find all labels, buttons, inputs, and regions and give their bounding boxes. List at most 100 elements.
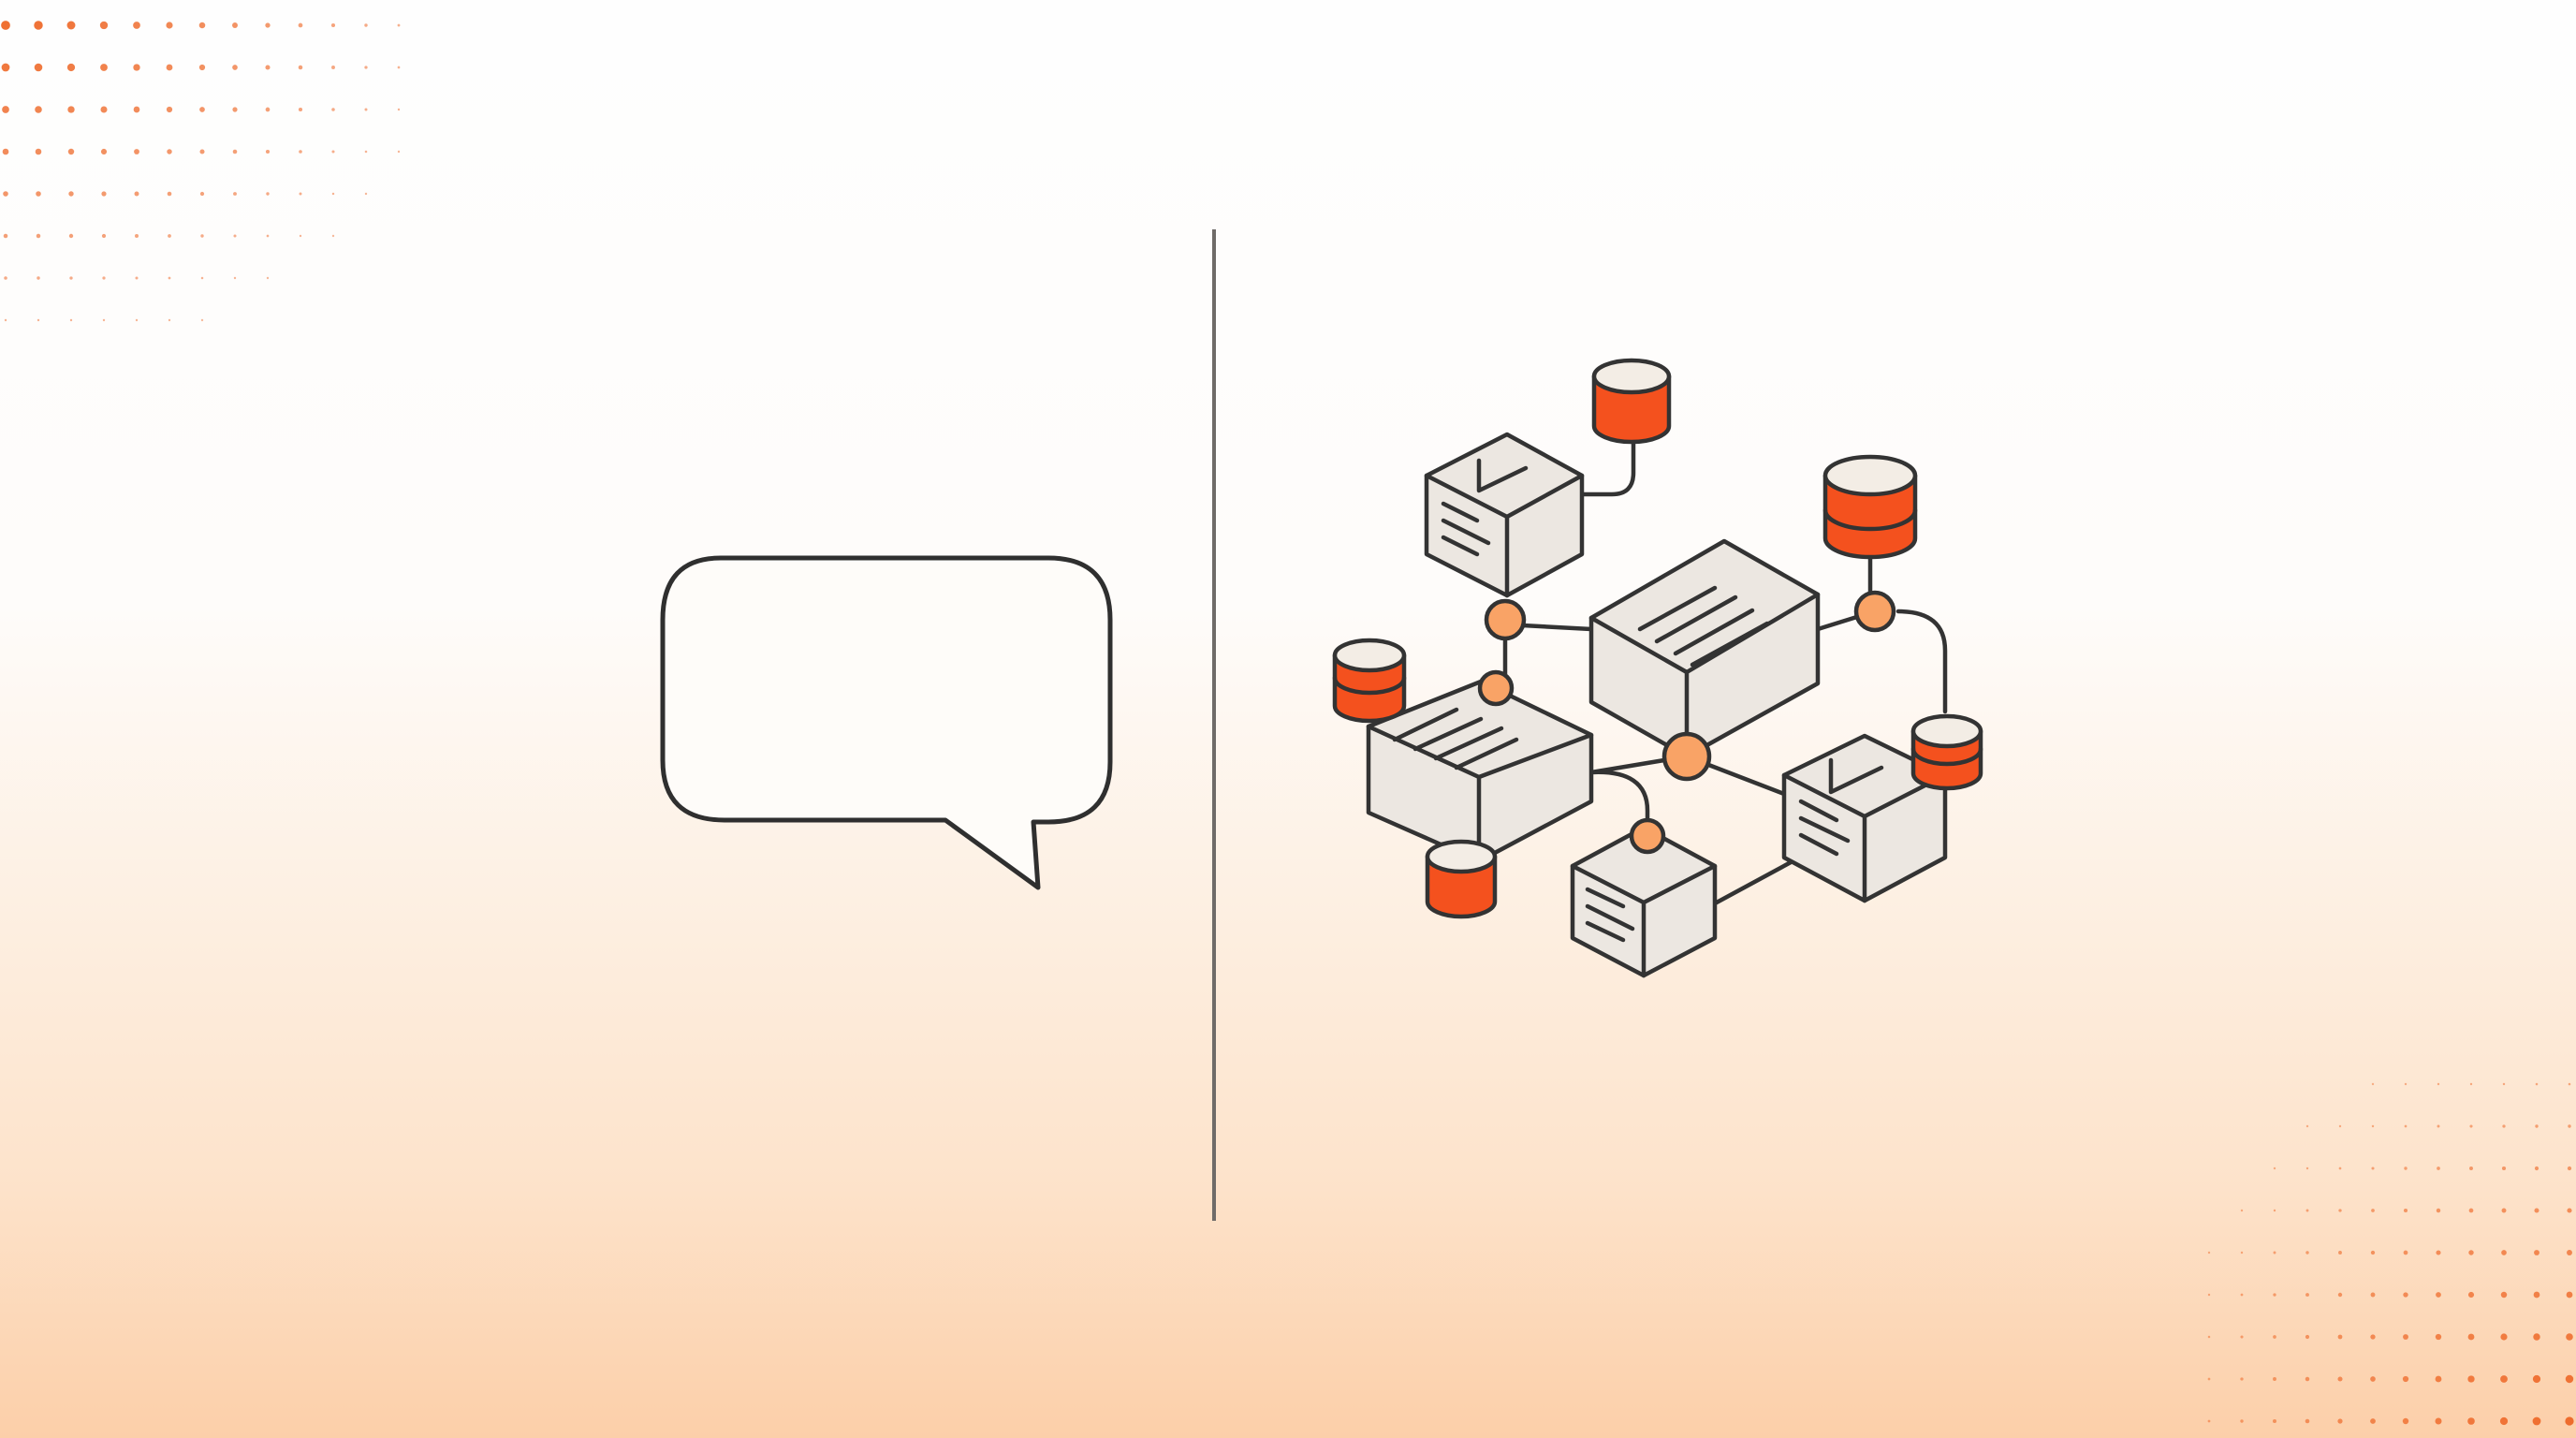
decor-dot bbox=[397, 23, 401, 27]
decor-dot bbox=[2532, 1374, 2541, 1384]
decor-dot bbox=[2338, 1124, 2342, 1128]
decor-dot bbox=[168, 234, 171, 238]
dot-pattern-top-left bbox=[1, 21, 401, 322]
decor-dot bbox=[265, 65, 271, 70]
decor-dot bbox=[2370, 1334, 2376, 1340]
decor-dot bbox=[2404, 1167, 2408, 1170]
decor-dot bbox=[2467, 1375, 2475, 1383]
decor-dot bbox=[2370, 1376, 2376, 1382]
decor-dot bbox=[135, 318, 139, 322]
decor-dot bbox=[134, 149, 139, 154]
decor-dot bbox=[364, 192, 368, 196]
decor-dot bbox=[102, 318, 106, 322]
speech-bubble-icon bbox=[660, 555, 1113, 890]
decor-dot bbox=[35, 148, 42, 155]
decor-dot bbox=[2532, 1416, 2541, 1426]
decor-dot bbox=[2305, 1293, 2309, 1297]
decor-dot bbox=[102, 276, 106, 280]
decor-dot bbox=[2437, 1124, 2440, 1128]
decor-dot bbox=[67, 106, 75, 113]
decor-dot bbox=[299, 234, 302, 238]
decor-dot bbox=[364, 108, 368, 111]
decor-dot bbox=[2273, 1251, 2276, 1255]
decor-dot bbox=[2371, 1124, 2375, 1128]
decor-dot bbox=[2337, 1292, 2343, 1298]
decor-dot bbox=[166, 22, 173, 29]
decor-dot bbox=[2500, 1375, 2508, 1383]
decor-dot bbox=[2273, 1419, 2276, 1423]
decor-dot bbox=[2404, 1124, 2408, 1128]
decor-dot bbox=[68, 233, 74, 239]
decor-dot bbox=[2273, 1209, 2276, 1212]
decor-dot bbox=[331, 150, 335, 154]
decor-dot bbox=[2305, 1251, 2309, 1255]
decor-dot bbox=[2469, 1124, 2473, 1128]
decor-dot bbox=[2337, 1334, 2343, 1340]
decor-dot bbox=[2273, 1377, 2276, 1381]
decor-dot bbox=[199, 107, 205, 112]
decor-dot bbox=[4, 276, 7, 280]
decor-dot bbox=[200, 276, 204, 280]
decor-dot bbox=[233, 234, 237, 238]
decor-dot bbox=[200, 318, 204, 322]
decor-dot bbox=[2403, 1334, 2408, 1340]
decor-dot bbox=[2404, 1082, 2408, 1086]
decor-dot bbox=[69, 318, 73, 322]
decor-dot bbox=[2500, 1333, 2508, 1341]
decor-dot bbox=[2567, 1208, 2572, 1213]
database-cylinder-right bbox=[1910, 713, 1983, 791]
decor-dot bbox=[2403, 1208, 2408, 1213]
decor-dot bbox=[2567, 1166, 2572, 1171]
decor-dot bbox=[331, 66, 335, 69]
decor-dot bbox=[2533, 1291, 2540, 1299]
decor-dot bbox=[2467, 1333, 2475, 1341]
decor-dot bbox=[2240, 1335, 2244, 1339]
decor-dot bbox=[101, 191, 107, 197]
decor-dot bbox=[2207, 1293, 2211, 1297]
decor-dot bbox=[364, 150, 368, 154]
decor-dot bbox=[2565, 1374, 2574, 1384]
database-cylinder-bottom-left bbox=[1425, 839, 1498, 919]
decor-dot bbox=[2305, 1334, 2310, 1340]
database-cylinder-top-right bbox=[1822, 454, 1918, 560]
decor-dot bbox=[364, 23, 368, 27]
decor-dot bbox=[2501, 1250, 2507, 1255]
decor-dot bbox=[2207, 1251, 2211, 1255]
decor-dot bbox=[2305, 1209, 2309, 1212]
decor-dot bbox=[37, 318, 40, 322]
decor-dot bbox=[2338, 1167, 2342, 1170]
decor-dot bbox=[233, 276, 237, 280]
decor-dot bbox=[265, 22, 271, 28]
decor-dot bbox=[299, 192, 302, 196]
decor-dot bbox=[67, 148, 75, 155]
decor-dot bbox=[298, 65, 303, 70]
decor-dot bbox=[364, 66, 368, 69]
decor-dot bbox=[1, 21, 10, 30]
decor-dot bbox=[2469, 1167, 2473, 1170]
decor-dot bbox=[100, 148, 108, 155]
decor-dot bbox=[198, 22, 206, 29]
decor-dot bbox=[2337, 1418, 2343, 1424]
decor-dot bbox=[2207, 1335, 2211, 1339]
decor-dot bbox=[166, 64, 173, 71]
database-cylinder-top bbox=[1591, 358, 1672, 445]
decor-dot bbox=[135, 276, 139, 280]
decor-dot bbox=[2403, 1250, 2408, 1255]
decor-dot bbox=[2435, 1375, 2442, 1383]
decor-dot bbox=[266, 234, 270, 238]
decor-dot bbox=[2402, 1375, 2409, 1383]
decor-dot bbox=[265, 149, 271, 154]
decor-dot bbox=[135, 234, 139, 238]
decor-dot bbox=[2535, 1124, 2539, 1128]
decor-dot bbox=[2305, 1376, 2310, 1382]
decor-dot bbox=[100, 106, 108, 113]
decor-dot bbox=[37, 276, 40, 280]
decor-dot bbox=[2568, 1124, 2571, 1128]
decor-dot bbox=[2469, 1082, 2473, 1086]
decor-dot bbox=[100, 64, 108, 71]
decor-dot bbox=[298, 22, 303, 28]
decor-dot bbox=[66, 63, 76, 72]
decor-dot bbox=[2207, 1377, 2211, 1381]
decor-dot bbox=[2273, 1167, 2276, 1170]
decor-dot bbox=[133, 64, 140, 71]
